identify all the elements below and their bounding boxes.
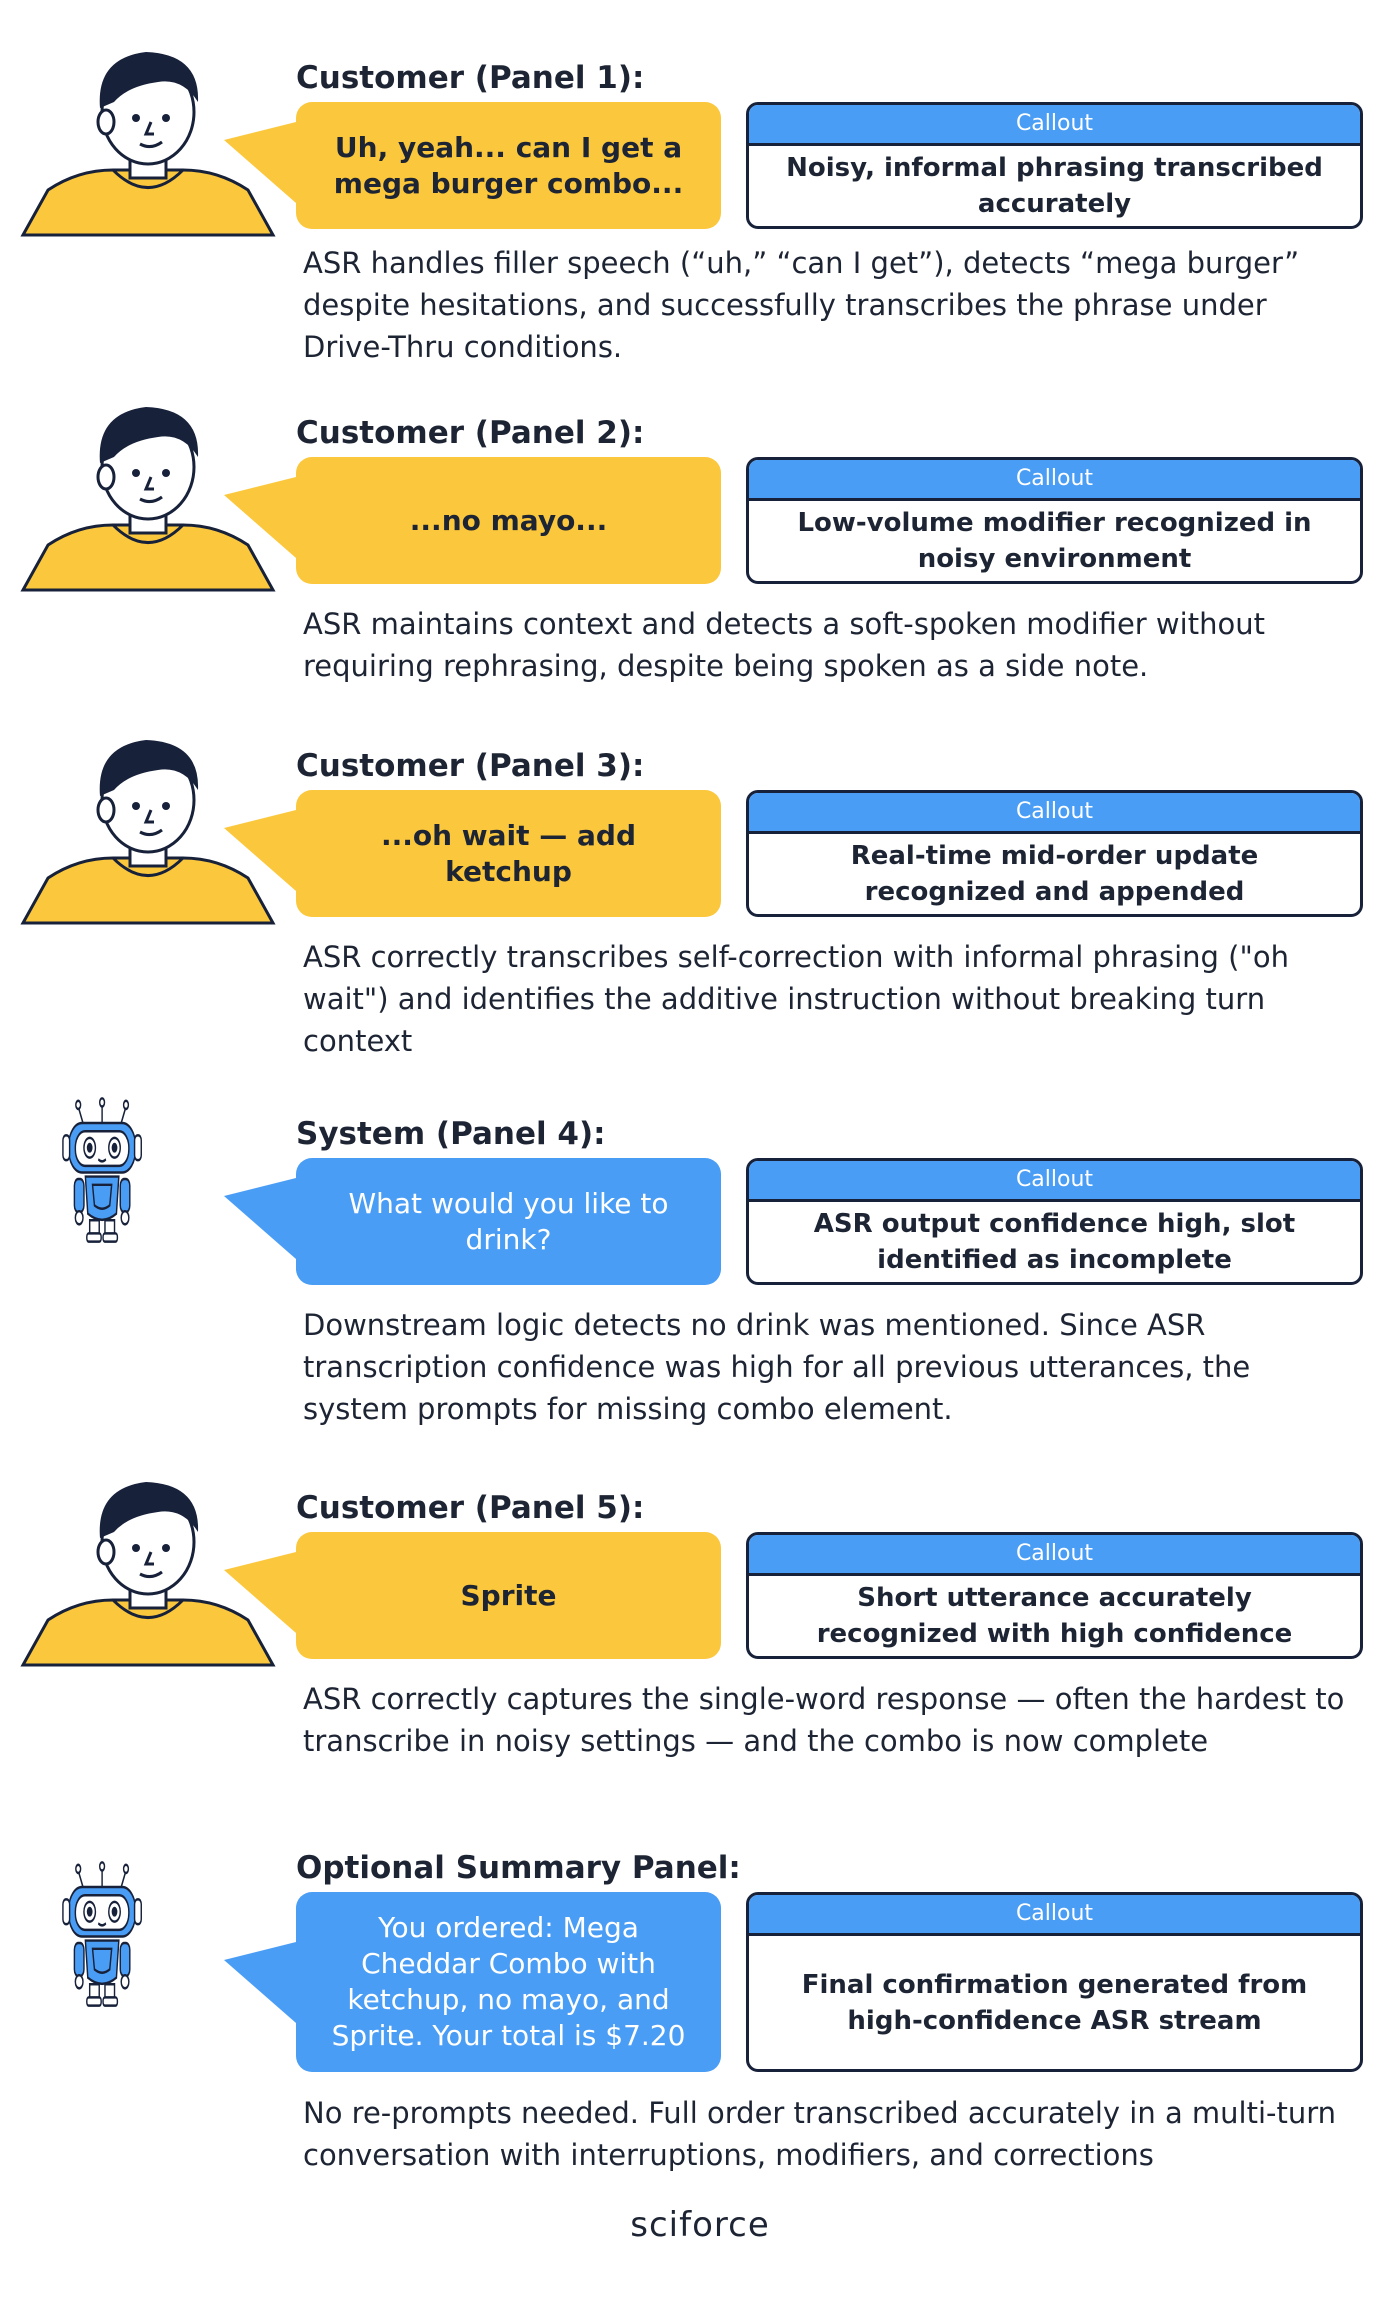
robot-avatar-icon bbox=[62, 1097, 142, 1243]
speech-bubble: What would you like to drink? bbox=[296, 1158, 721, 1285]
panel-2: Customer (Panel 2): ...no mayo... Callou… bbox=[0, 365, 1400, 695]
panel-title: Customer (Panel 3): bbox=[296, 748, 645, 784]
bubble-tail bbox=[224, 120, 304, 210]
bubble-tail bbox=[224, 475, 304, 565]
callout-text: Real-time mid-order update recognized an… bbox=[850, 841, 1259, 907]
sciforce-logo: sciforce bbox=[0, 2205, 1400, 2245]
callout-label: Callout bbox=[749, 460, 1360, 501]
panel-title: Optional Summary Panel: bbox=[296, 1850, 741, 1886]
callout-box: Callout Real-time mid-order update recog… bbox=[746, 790, 1363, 917]
panel-description: Downstream logic detects no drink was me… bbox=[303, 1308, 1251, 1426]
panel-description: ASR correctly captures the single-word r… bbox=[303, 1682, 1345, 1758]
panel-1: Customer (Panel 1): Uh, yeah... can I ge… bbox=[0, 10, 1400, 380]
callout-text: Short utterance accurately recognized wi… bbox=[816, 1583, 1293, 1649]
callout-text: Final confirmation generated from high-c… bbox=[801, 1969, 1308, 2036]
panel-description: ASR handles filler speech (“uh,” “can I … bbox=[303, 246, 1300, 364]
panel-description: ASR maintains context and detects a soft… bbox=[303, 607, 1265, 683]
callout-label: Callout bbox=[749, 105, 1360, 146]
callout-label: Callout bbox=[749, 1161, 1360, 1202]
callout-text: Noisy, informal phrasing transcribed acc… bbox=[786, 153, 1323, 219]
panel-4: System (Panel 4): What would you like to… bbox=[0, 1066, 1400, 1436]
logo-text: sciforce bbox=[630, 2205, 770, 2245]
panel-title: System (Panel 4): bbox=[296, 1116, 606, 1152]
callout-label: Callout bbox=[749, 1535, 1360, 1576]
panel-5: Customer (Panel 5): Sprite Callout Short… bbox=[0, 1440, 1400, 1810]
panel-3: Customer (Panel 3): ...oh wait — add ket… bbox=[0, 698, 1400, 1068]
panel-description: ASR correctly transcribes self-correctio… bbox=[303, 940, 1289, 1058]
speech-bubble: Uh, yeah... can I get a mega burger comb… bbox=[296, 102, 721, 229]
summary-panel: Optional Summary Panel: You ordered: Meg… bbox=[0, 1800, 1400, 2200]
callout-box: Callout Low-volume modifier recognized i… bbox=[746, 457, 1363, 584]
bubble-tail bbox=[224, 1176, 304, 1266]
speech-bubble: You ordered: Mega Cheddar Combo with ket… bbox=[296, 1892, 721, 2072]
customer-avatar-icon bbox=[20, 740, 276, 925]
panel-title: Customer (Panel 1): bbox=[296, 60, 645, 96]
callout-label: Callout bbox=[749, 1895, 1360, 1936]
callout-text: Low-volume modifier recognized in noisy … bbox=[797, 508, 1312, 574]
speech-bubble: ...oh wait — add ketchup bbox=[296, 790, 721, 917]
customer-avatar-icon bbox=[20, 52, 276, 237]
callout-box: Callout Final confirmation generated fro… bbox=[746, 1892, 1363, 2072]
callout-label: Callout bbox=[749, 793, 1360, 834]
panel-title: Customer (Panel 2): bbox=[296, 415, 645, 451]
callout-box: Callout ASR output confidence high, slot… bbox=[746, 1158, 1363, 1285]
callout-text: ASR output confidence high, slot identif… bbox=[813, 1209, 1296, 1275]
panel-description: No re-prompts needed. Full order transcr… bbox=[303, 2096, 1337, 2172]
bubble-tail bbox=[224, 1940, 304, 2030]
robot-avatar-icon bbox=[62, 1861, 142, 2007]
bubble-tail bbox=[224, 1550, 304, 1640]
panel-title: Customer (Panel 5): bbox=[296, 1490, 645, 1526]
speech-bubble: ...no mayo... bbox=[296, 457, 721, 584]
speech-bubble: Sprite bbox=[296, 1532, 721, 1659]
callout-box: Callout Noisy, informal phrasing transcr… bbox=[746, 102, 1363, 229]
callout-box: Callout Short utterance accurately recog… bbox=[746, 1532, 1363, 1659]
bubble-tail bbox=[224, 808, 304, 898]
customer-avatar-icon bbox=[20, 407, 276, 592]
customer-avatar-icon bbox=[20, 1482, 276, 1667]
